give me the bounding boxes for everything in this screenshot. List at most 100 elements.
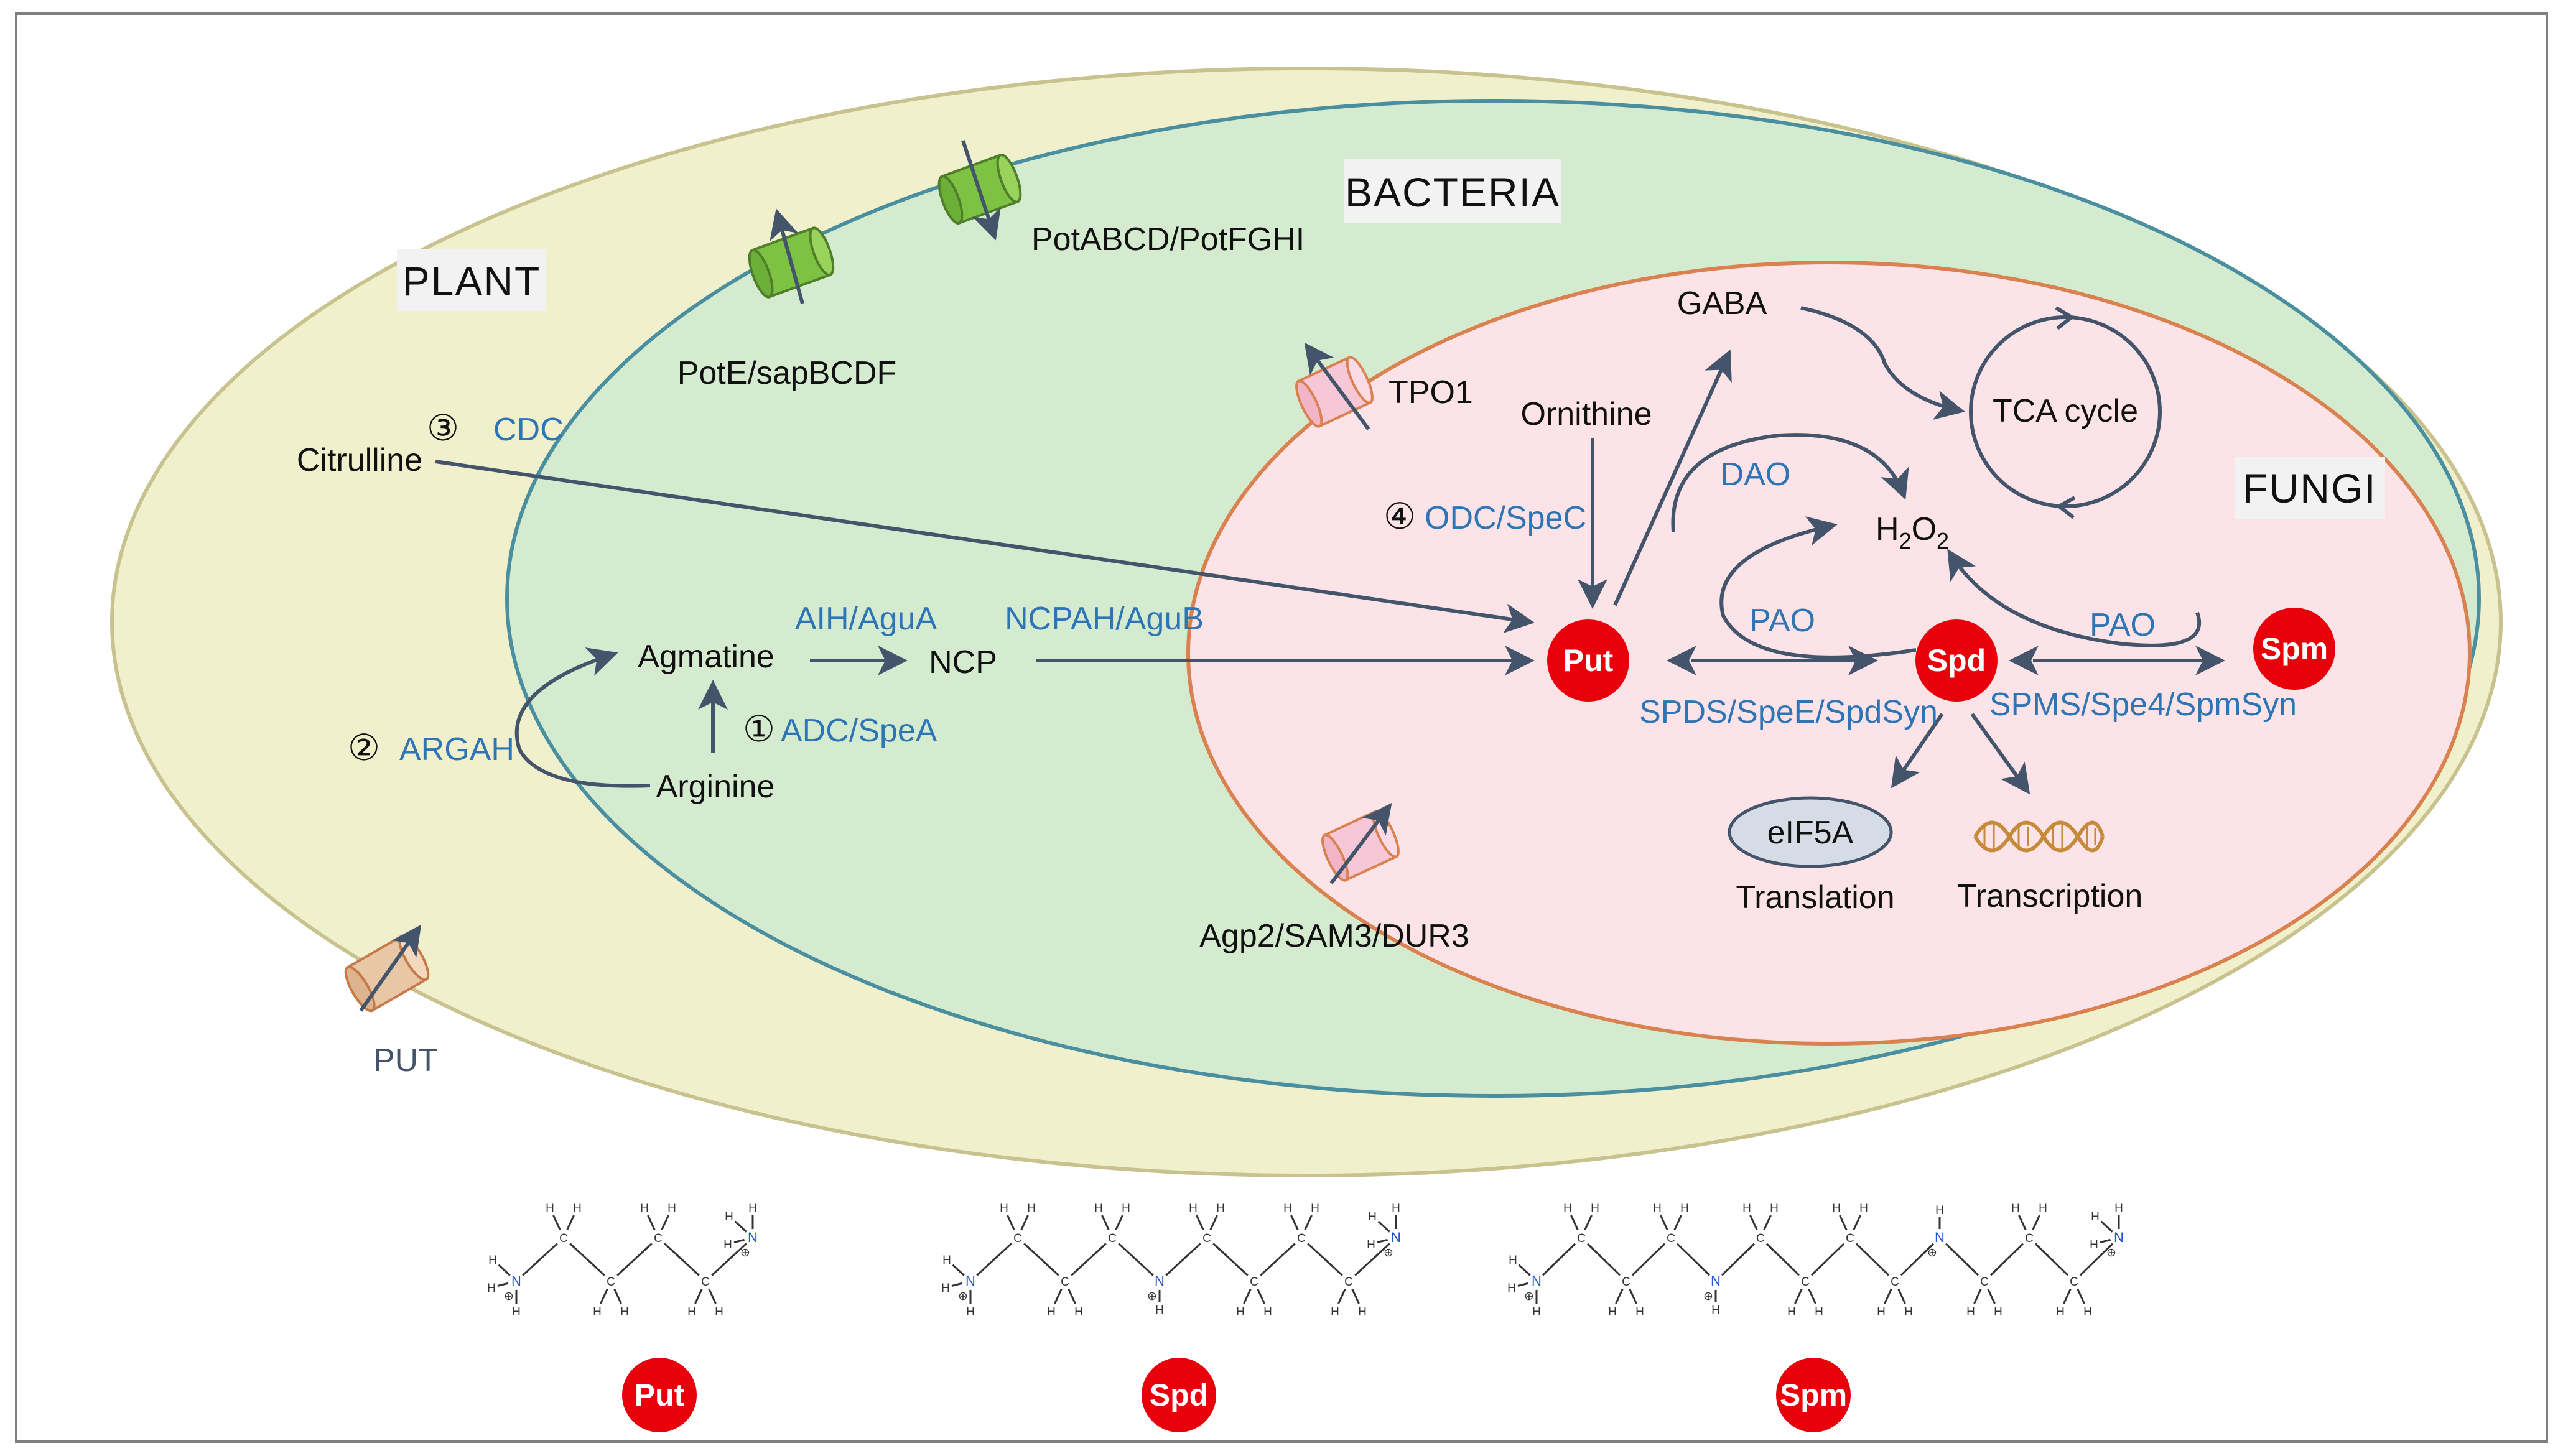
spm-structure-badge: Spm [1776,1358,1851,1432]
hydrogen-atom: H [1392,1202,1400,1215]
tca-cycle-circle [1969,306,2162,519]
atom-bg [1245,1273,1263,1290]
carbon-atom: C [1013,1232,1022,1245]
hydrogen-atom: H [1358,1305,1367,1319]
hydrogen-atom: H [1507,1282,1516,1295]
pote-transporter-icon [748,208,835,304]
charge-plus-icon: ⊕ [1927,1246,1937,1259]
hydrogen-atom: H [2056,1305,2065,1319]
nitrogen-atom: N [1935,1230,1945,1245]
atom-bg [1841,1229,1859,1246]
hydrogen-atom: H [1563,1202,1572,1215]
carbon-atom: C [1344,1276,1353,1289]
potabcd-transporter-label: PotABCD/PotFGHI [1031,221,1305,257]
atom-bg [697,1273,714,1290]
gaba-to-tca-arrow [1800,306,1965,420]
hydrogen-atom: H [942,1254,951,1267]
charge-plus-icon: ⊕ [1524,1290,1534,1303]
ornithine-label: Ornithine [1521,396,1652,432]
tpo1-transporter-icon [1295,342,1374,430]
hydrogen-atom: H [1680,1202,1689,1215]
hydrogen-atom: H [1904,1305,1913,1319]
hydrogen-atom: H [1935,1204,1944,1217]
hydrogen-atom: H [1155,1304,1164,1317]
bond-line [1849,1236,1896,1282]
spd-node: Spd [1915,619,1998,702]
carbon-atom: C [2025,1232,2034,1245]
bond-line [1535,1236,1583,1282]
spd-to-eif5a-arrow [1891,713,1944,789]
hydrogen-atom: H [2011,1202,2020,1215]
bond-line [1714,1236,1762,1282]
nitrogen-atom: N [748,1230,758,1245]
hydrogen-atom: H [1122,1202,1130,1215]
argah-number: ② [348,728,380,768]
transcription-label: Transcription [1957,878,2143,914]
cdc-label: CDC [493,412,564,448]
charge-plus-icon: ⊕ [504,1290,514,1303]
atom-bg [508,1273,525,1290]
bond-line [1670,1236,1717,1282]
hydrogen-atom: H [2114,1202,2123,1215]
charge-plus-icon: ⊕ [740,1246,750,1259]
hydrogen-atom: H [1047,1305,1056,1319]
fungi-label-box [2235,457,2385,519]
nitrogen-atom: N [1391,1230,1401,1245]
charge-plus-icon: ⊕ [1703,1290,1713,1303]
bond-line [1759,1236,1807,1282]
nitrogen-atom: N [2114,1230,2124,1245]
pao-label-1: PAO [1749,603,1815,639]
bacteria-label-box [1344,159,1561,223]
hydrogen-atom: H [1509,1254,1517,1267]
hydrogen-atom: H [1074,1305,1083,1319]
hydrogen-atom: H [1742,1202,1751,1215]
translation-label: Translation [1736,879,1894,916]
atom-bg [1387,1229,1405,1246]
atom-bg [1528,1273,1545,1290]
hydrogen-atom: H [1283,1202,1292,1215]
bond-line [1111,1236,1161,1282]
aih-label: AIH/AguA [795,601,937,637]
dna-helix-icon [1973,820,2105,853]
hydrogen-atom: H [1608,1305,1617,1319]
atom-bg [1662,1229,1680,1246]
bond-line [1300,1236,1350,1282]
carbon-atom: C [1577,1232,1586,1245]
hydrogen-atom: H [1787,1305,1796,1319]
put-to-gaba-arrow [1613,349,1732,606]
bond-line [2028,1236,2075,1282]
pao-label-2: PAO [2090,607,2156,643]
hydrogen-atom: H [1877,1305,1886,1319]
hydrogen-atom: H [2090,1238,2098,1251]
spm-node: Spm [2253,608,2335,690]
hydrogen-atom: H [941,1282,950,1295]
atom-bg [1617,1273,1635,1290]
ncpah-label: NCPAH/AguB [1005,601,1204,637]
ncp-label: NCP [929,644,997,680]
odc-number: ④ [1384,496,1416,537]
hydrogen-atom: H [1832,1202,1841,1215]
hydrogen-atom: H [546,1202,554,1215]
potabcd-transporter-icon [937,140,1022,241]
atom-bg [1573,1229,1590,1246]
carbon-atom: C [1622,1276,1630,1289]
spd-structure-badge: Spd [1142,1358,1216,1432]
bond-line [515,1236,565,1282]
svg-text:Spd: Spd [1927,643,1986,678]
atom-bg [2065,1273,2083,1290]
atom-bg [1151,1273,1168,1290]
atom-bg [1056,1273,1074,1290]
bond-line [1894,1236,1941,1282]
hydrogen-atom: H [667,1202,676,1215]
hydrogen-atom: H [1653,1202,1662,1215]
hydrogen-atom: H [573,1202,582,1215]
atom-bg [1198,1229,1216,1246]
hydrogen-atom: H [687,1305,696,1319]
hydrogen-atom: H [1635,1305,1644,1319]
atom-bg [1931,1229,1948,1246]
bond-line [1625,1236,1672,1282]
hydrogen-atom: H [488,1254,497,1267]
plant-label-box [397,249,546,311]
eif5a-node: eIF5A [1728,796,1893,868]
